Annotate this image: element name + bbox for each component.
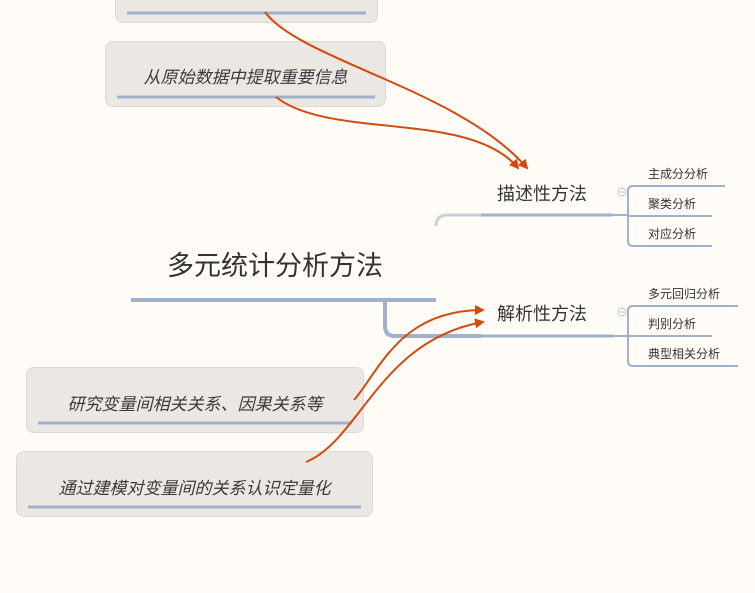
note-text: 通过建模对变量间的关系认识定量化 [58,479,331,499]
collapse-icon [617,187,627,197]
branch1-bracket [613,185,725,247]
subtopic[interactable]: 判别分析 [648,317,697,331]
root-topic[interactable]: 多元统计分析方法 [167,251,383,282]
relation-arrow [353,305,485,401]
note-text: 从原始数据中提取重要信息 [143,68,348,88]
root-to-branch1 [434,213,481,227]
branch2-bracket [613,305,738,367]
relation-arrow [275,96,520,170]
root-to-branch2 [383,300,481,338]
collapse-icon [617,307,627,317]
subtopic[interactable]: 对应分析 [648,227,697,241]
subtopic[interactable]: 聚类分析 [648,197,697,211]
subtopic[interactable]: 多元回归分析 [648,287,721,301]
relation-arrow [305,318,485,463]
subtopic[interactable]: 典型相关分析 [648,347,721,361]
note-text: 研究变量间相关关系、因果关系等 [67,395,323,415]
branch-analytic[interactable]: 解析性方法 [497,304,587,325]
branch-descriptive[interactable]: 描述性方法 [497,184,587,205]
subtopic[interactable]: 主成分分析 [648,167,709,181]
relation-arrow [264,11,529,170]
